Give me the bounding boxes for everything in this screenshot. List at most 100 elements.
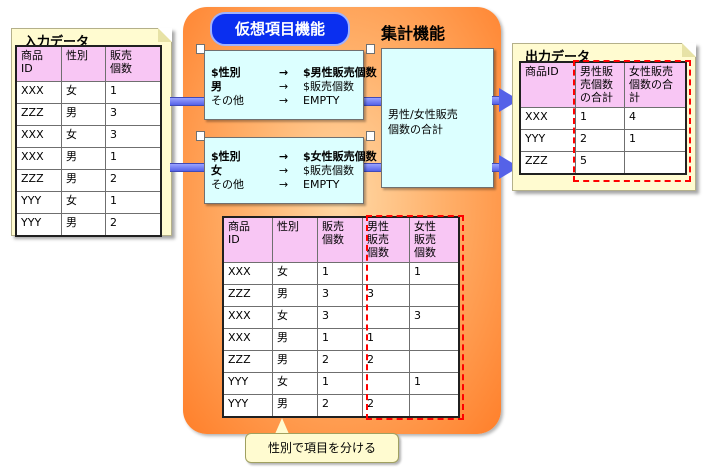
cell: 1: [105, 147, 162, 170]
virtual-item-title: 仮想項目機能: [210, 12, 350, 46]
arrow-input-to-male-rule: [170, 97, 210, 106]
female-rule-box: $性別 → $女性販売個数 女 → $販売個数 その他 → EMPTY: [204, 137, 377, 204]
cell: XXX: [222, 306, 273, 329]
cell: 1: [317, 372, 363, 395]
cell: YYY: [222, 372, 273, 395]
cell: ZZZ: [15, 169, 62, 192]
output-header-row: 商品ID 男性販 売個数 の合計 女性販売 個数の合 計: [519, 61, 687, 108]
arrow-aggregate-to-output-bottom: [492, 163, 502, 172]
cell: 3: [317, 306, 363, 329]
cell: 2: [105, 169, 162, 192]
cell: 男: [61, 213, 106, 237]
cell: 3: [362, 284, 410, 307]
female-rule-tab-right: [366, 131, 375, 141]
cell: 1: [624, 129, 687, 152]
male-rule-line3: その他 → EMPTY: [211, 94, 340, 107]
virtual-header-row: 商品 ID 性別 販売 個数 男性 販売 個数 女性 販売 個数: [222, 216, 460, 263]
cell: 1: [409, 372, 460, 395]
cell: ZZZ: [222, 284, 273, 307]
callout-pointer: [275, 418, 289, 434]
cell: XXX: [15, 125, 62, 148]
cell: XXX: [519, 107, 576, 130]
cell: 1: [317, 262, 363, 285]
arrow-input-to-female-rule: [170, 163, 210, 172]
cell: 2: [362, 394, 410, 418]
male-rule-tab-right: [366, 44, 375, 54]
cell: 女: [272, 306, 318, 329]
female-rule-line3: その他 → EMPTY: [211, 178, 340, 191]
virtual-header-gender: 性別: [272, 216, 318, 263]
cell: YYY: [222, 394, 273, 418]
male-rule-line1: $性別 → $男性販売個数: [211, 66, 377, 79]
cell: 1: [362, 328, 410, 351]
cell: 2: [105, 213, 162, 237]
split-by-gender-callout: 性別で項目を分ける: [245, 433, 399, 463]
cell: [409, 284, 460, 307]
cell: 2: [317, 394, 363, 418]
note-fold-corner: [682, 43, 696, 57]
arrow-female-rule-to-aggregate: [362, 163, 382, 172]
cell: [409, 394, 460, 418]
cell: ZZZ: [519, 151, 576, 175]
input-header-id: 商品 ID: [15, 45, 62, 82]
input-header-row: 商品 ID 性別 販売 個数: [15, 45, 162, 82]
cell: 男: [61, 169, 106, 192]
male-rule-box: $性別 → $男性販売個数 男 → $販売個数 その他 → EMPTY: [204, 50, 377, 120]
female-rule-line1: $性別 → $女性販売個数: [211, 150, 377, 163]
cell: YYY: [15, 191, 62, 214]
cell: 男: [272, 394, 318, 418]
cell: 2: [317, 350, 363, 373]
cell: 女: [272, 372, 318, 395]
cell: XXX: [15, 147, 62, 170]
cell: 3: [317, 284, 363, 307]
cell: [409, 350, 460, 373]
cell: 男: [272, 328, 318, 351]
virtual-header-male-qty: 男性 販売 個数: [362, 216, 410, 263]
cell: 男: [61, 147, 106, 170]
cell: 1: [105, 81, 162, 104]
note-fold-corner: [158, 28, 172, 42]
cell: 3: [105, 103, 162, 126]
cell: 5: [575, 151, 625, 175]
cell: YYY: [519, 129, 576, 152]
female-rule-tab-left: [196, 131, 205, 141]
cell: 1: [317, 328, 363, 351]
cell: 1: [575, 107, 625, 130]
cell: 男: [61, 103, 106, 126]
cell: 女: [272, 262, 318, 285]
input-header-qty: 販売 個数: [105, 45, 162, 82]
cell: 3: [105, 125, 162, 148]
aggregate-box: 男性/女性販売 個数の合計: [381, 48, 494, 188]
cell: [624, 151, 687, 175]
virtual-header-id: 商品 ID: [222, 216, 273, 263]
male-rule-tab-left: [196, 44, 205, 54]
cell: YYY: [15, 213, 62, 237]
cell: 男: [272, 284, 318, 307]
cell: 女: [61, 191, 106, 214]
cell: 2: [575, 129, 625, 152]
cell: 1: [409, 262, 460, 285]
cell: 1: [105, 191, 162, 214]
input-header-gender: 性別: [61, 45, 106, 82]
cell: 4: [624, 107, 687, 130]
cell: 女: [61, 125, 106, 148]
female-rule-line2: 女 → $販売個数: [211, 164, 354, 177]
cell: [409, 328, 460, 351]
aggregate-title: 集計機能: [381, 24, 446, 43]
